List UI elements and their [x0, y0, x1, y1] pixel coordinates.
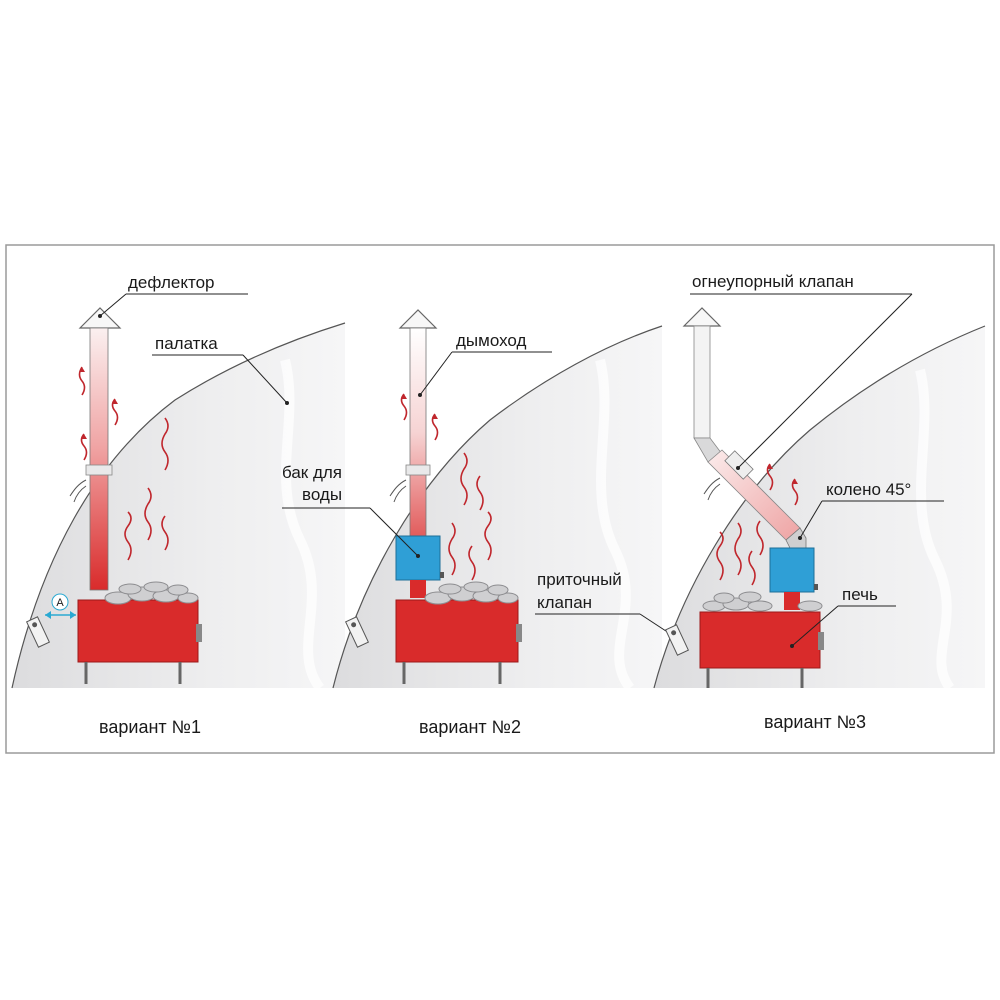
stove-door-2 — [516, 624, 522, 642]
wire-2 — [389, 479, 407, 503]
label-water-tank-line1: бак для — [282, 463, 342, 482]
tent-fold-1 — [280, 358, 325, 692]
chimney-sleeve-1 — [85, 464, 113, 476]
stones-1 — [104, 581, 199, 605]
label-tent: палатка — [155, 334, 218, 353]
variant-3-panel: огнеупорный клапан колено 45° печь вариа… — [653, 272, 986, 732]
heat-waves-3 — [716, 463, 799, 586]
label-chimney: дымоход — [456, 331, 526, 350]
label-fire-valve: огнеупорный клапан — [692, 272, 854, 291]
variant-2-panel: дымоход бак для воды приточный клапан ва… — [282, 309, 674, 737]
stove-body-2 — [395, 599, 519, 663]
chimney-pipe-2 — [409, 327, 427, 539]
tent-wall-1 — [12, 323, 345, 688]
tent-fold-2 — [595, 358, 635, 692]
inlet-valve-2 — [344, 616, 370, 648]
heat-waves-2 — [400, 393, 492, 581]
chimney-sleeve-2 — [405, 464, 431, 476]
tank-tap — [440, 572, 444, 578]
caption-variant-2: вариант №2 — [419, 717, 521, 737]
tent-edge-1 — [11, 322, 346, 689]
label-elbow: колено 45° — [826, 480, 911, 499]
elbow-45 — [785, 527, 807, 549]
label-inlet-valve-line1: приточный — [537, 570, 622, 589]
stove-body-3 — [699, 611, 821, 669]
tent-fold-3 — [915, 368, 955, 692]
heat-waves-1 — [78, 366, 169, 561]
stove-body-1 — [77, 599, 199, 663]
variant-1-panel: A дефлектор палатка вариант №1 — [11, 273, 346, 737]
dimension-label: A — [56, 597, 64, 609]
chimney-lower-3 — [784, 592, 800, 610]
stones-2 — [424, 581, 519, 605]
chimney-lower-2 — [410, 580, 426, 598]
tank-tap — [814, 584, 818, 590]
wire-3 — [703, 477, 721, 501]
dimension-a: A — [45, 593, 76, 619]
fire-valve-sleeve — [724, 450, 754, 480]
tent-edge-3 — [653, 325, 986, 689]
chimney-pipe-3 — [693, 325, 711, 439]
caption-variant-3: вариант №3 — [764, 712, 866, 732]
wire-1 — [69, 479, 87, 503]
inlet-valve-3 — [664, 624, 690, 656]
label-water-tank-line2: воды — [302, 485, 342, 504]
inlet-valve-1 — [25, 616, 51, 648]
tent-edge-2 — [332, 325, 663, 689]
caption-variant-1: вариант №1 — [99, 717, 201, 737]
stones-3 — [702, 591, 823, 612]
label-inlet-valve-line2: клапан — [537, 593, 592, 612]
chimney-pipe-1 — [89, 327, 109, 591]
label-deflector: дефлектор — [128, 273, 215, 292]
stove-door-3 — [818, 632, 824, 650]
label-stove: печь — [842, 585, 878, 604]
tent-wall-3 — [654, 326, 985, 688]
stove-door-1 — [196, 624, 202, 642]
water-tank-3 — [769, 547, 815, 593]
